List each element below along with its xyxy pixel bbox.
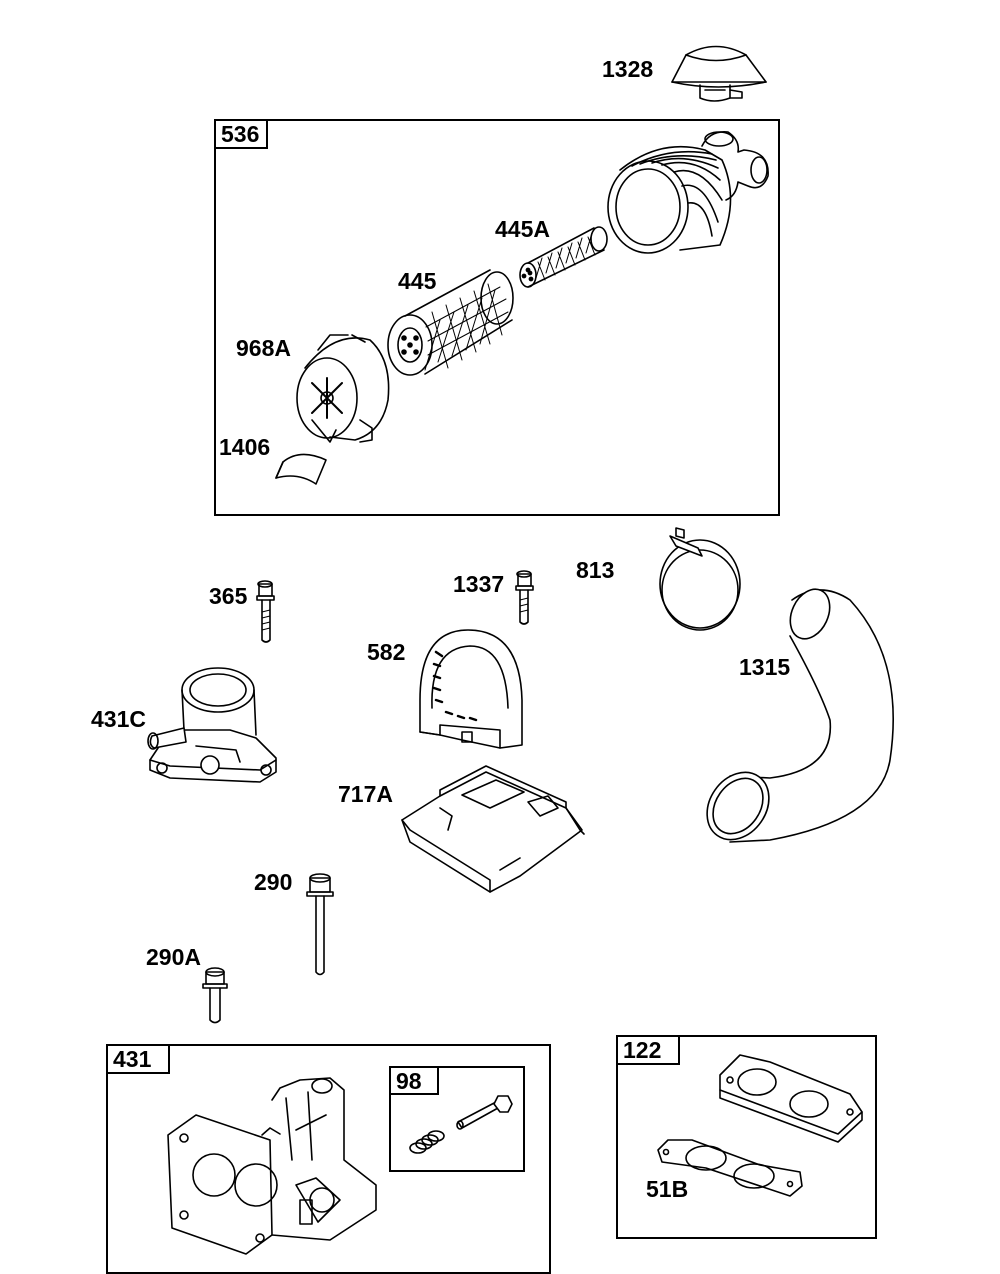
gasket-122-drawing [719,1054,863,1143]
group-frame-536 [214,119,780,516]
group-label-536: 536 [214,119,268,149]
cap-1328-drawing [671,45,767,102]
valve-1406-drawing [275,453,327,485]
part-label-813: 813 [576,557,615,583]
part-label-445A: 445A [495,216,550,242]
part-label-1328: 1328 [602,56,654,82]
part-label-431C: 431C [91,706,146,732]
part-label-717A: 717A [338,781,393,807]
group-frame-122 [616,1035,877,1239]
air-cleaner-housing-drawing [607,130,769,254]
plate-717A-drawing [401,765,585,893]
inner-filter-445A-drawing [519,226,608,288]
part-label-1406: 1406 [219,434,271,460]
gasket-51B-drawing [657,1139,803,1197]
group-label-98: 98 [389,1066,439,1095]
part-label-365: 365 [209,583,248,609]
part-label-51B: 51B [646,1176,689,1202]
cover-968A-drawing [296,334,390,443]
spring-kit-98-drawing [409,1095,513,1154]
bolt-290-drawing [306,873,334,976]
clamp-813-drawing [659,527,741,631]
group-label-431: 431 [106,1044,170,1074]
hose-1315-drawing [706,588,895,843]
elbow-431C-drawing [147,667,277,783]
throttle-body-431-drawing [167,1077,377,1255]
part-label-582: 582 [367,639,406,665]
bolt-1337-drawing [515,570,534,625]
part-label-445: 445 [398,268,437,294]
group-label-122: 122 [616,1035,680,1065]
bolt-290A-drawing [202,967,228,1024]
part-label-290: 290 [254,869,293,895]
part-label-290A: 290A [146,944,201,970]
bracket-582-drawing [419,629,523,749]
outer-filter-445-drawing [387,269,514,376]
part-label-1315: 1315 [739,654,791,680]
group-frame-98 [389,1066,525,1172]
bolt-365-drawing [256,580,275,643]
part-label-1337: 1337 [453,571,505,597]
part-label-968A: 968A [236,335,291,361]
